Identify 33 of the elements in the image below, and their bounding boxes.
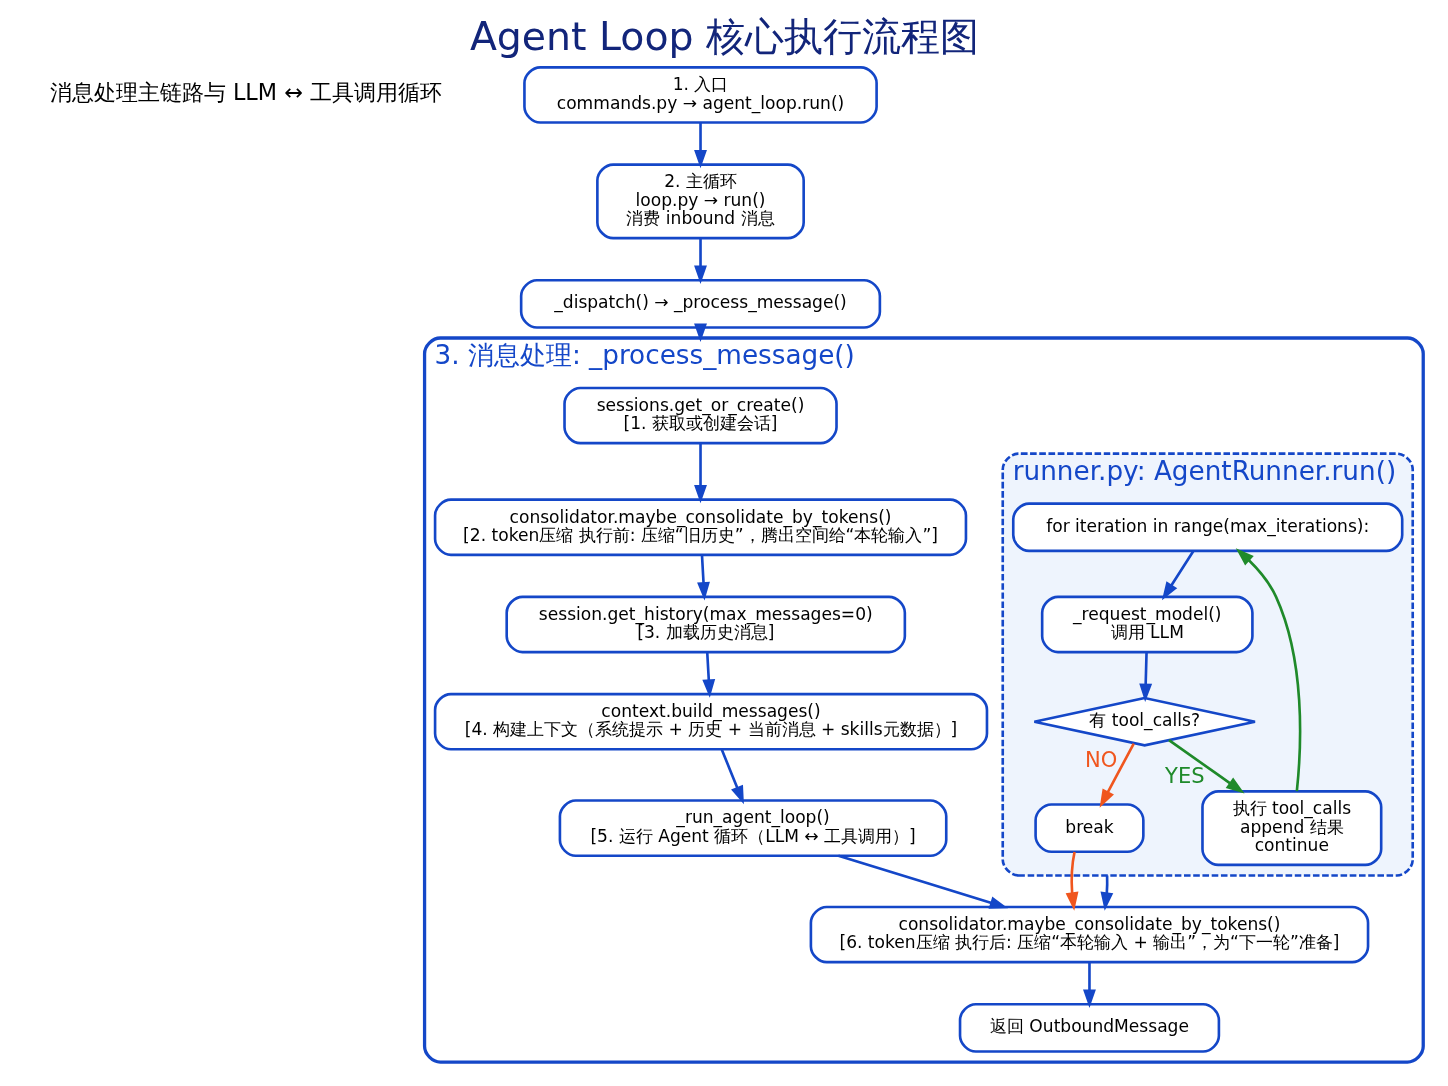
node-box: sessions.get_or_create() [1. 获取或创建会话] [562,386,838,445]
node-box: consolidator.maybe_consolidate_by_tokens() [2. token压缩 执行前: 压缩“旧历史”，腾出空间给“本轮输入”] [433,498,967,557]
node-box: 执行 tool_calls append 结果 continue [1200,790,1382,867]
edge-label: YES [1164,762,1205,788]
arrow [693,122,707,169]
arrow [1161,550,1194,601]
arrow [693,323,707,342]
node-box: for iteration in range(max_iterations): [1011,502,1404,553]
arrow [693,238,707,284]
node-box: _request_model() 调用 LLM [1040,595,1254,654]
node-box: session.get_history(max_messages=0) [3. 加载历史消息] [504,595,906,654]
node-box: consolidator.maybe_consolidate_by_tokens() [6. token压缩 执行后: 压缩“本轮输入 + 输出”，为“下一轮”准备] [809,905,1369,964]
arrow [1082,962,1096,1008]
arrow [1235,548,1301,792]
arrow [693,443,707,504]
node-box: break [1033,803,1145,854]
arrow [837,854,1008,909]
node-box: 2. 主循环 loop.py → run() 消费 inbound 消息 [595,163,805,240]
arrow [720,749,744,805]
node-box: 返回 OutboundMessage [958,1002,1220,1053]
arrow [1138,652,1152,702]
node-box: context.build_messages() [4. 构建上下文（系统提示 + 历史 + 当前消息 + skills元数据）] [433,692,988,751]
arrow [701,652,715,698]
diagram-title: Agent Loop 核心执行流程图 [469,13,979,60]
arrow [696,554,710,601]
node-diamond: 有 tool_calls? [1032,696,1256,747]
arrow [1099,742,1135,808]
arrow [1167,739,1244,794]
label: 消息处理主链路与 LLM ↔ 工具调用循环 [49,79,442,106]
arrow [1065,851,1078,911]
edge-label: NO [1084,747,1117,773]
node-box: _run_agent_loop() [5. 运行 Agent 循环（LLM ↔ 工具调用）] [558,799,948,858]
node-box: 1. 入口 commands.py → agent_loop.run() [522,66,878,124]
